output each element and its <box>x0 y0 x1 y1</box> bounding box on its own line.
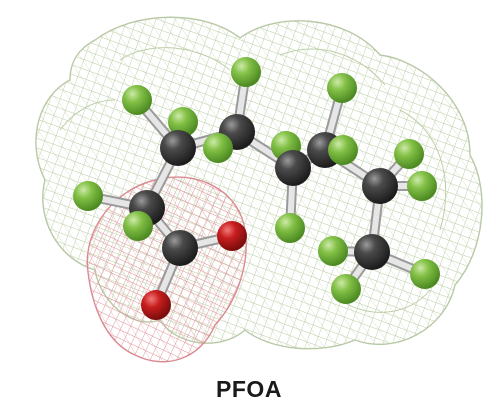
fluorine-atom-f8 <box>394 139 424 169</box>
fluorine-atom-f5 <box>327 73 357 103</box>
fluorine-atom-f1 <box>122 85 152 115</box>
atoms <box>73 57 440 320</box>
fluorine-atom-f2 <box>168 107 198 137</box>
fluorine-atom-f10 <box>275 213 305 243</box>
carbon-atom-c1 <box>160 130 196 166</box>
fluorine-atom-f4 <box>203 133 233 163</box>
carbon-atom-c3 <box>275 150 311 186</box>
fluorine-atom-f7 <box>328 135 358 165</box>
fluorine-atom-f15 <box>123 211 153 241</box>
fluorine-atom-f14 <box>73 181 103 211</box>
pfoa-molecule-figure <box>35 16 483 363</box>
fluorine-atom-f12 <box>331 274 361 304</box>
fluorine-atom-f11 <box>318 236 348 266</box>
fluorine-atom-f3 <box>231 57 261 87</box>
fluorine-atom-f9 <box>407 171 437 201</box>
carbon-atom-c8 <box>162 230 198 266</box>
carbon-atom-c5 <box>362 168 398 204</box>
molecule-caption: PFOA <box>216 376 282 402</box>
oxygen-atom-o1 <box>217 221 247 251</box>
oxygen-atom-o2 <box>141 290 171 320</box>
fluorine-atom-f13 <box>410 259 440 289</box>
carbon-atom-c6 <box>354 234 390 270</box>
